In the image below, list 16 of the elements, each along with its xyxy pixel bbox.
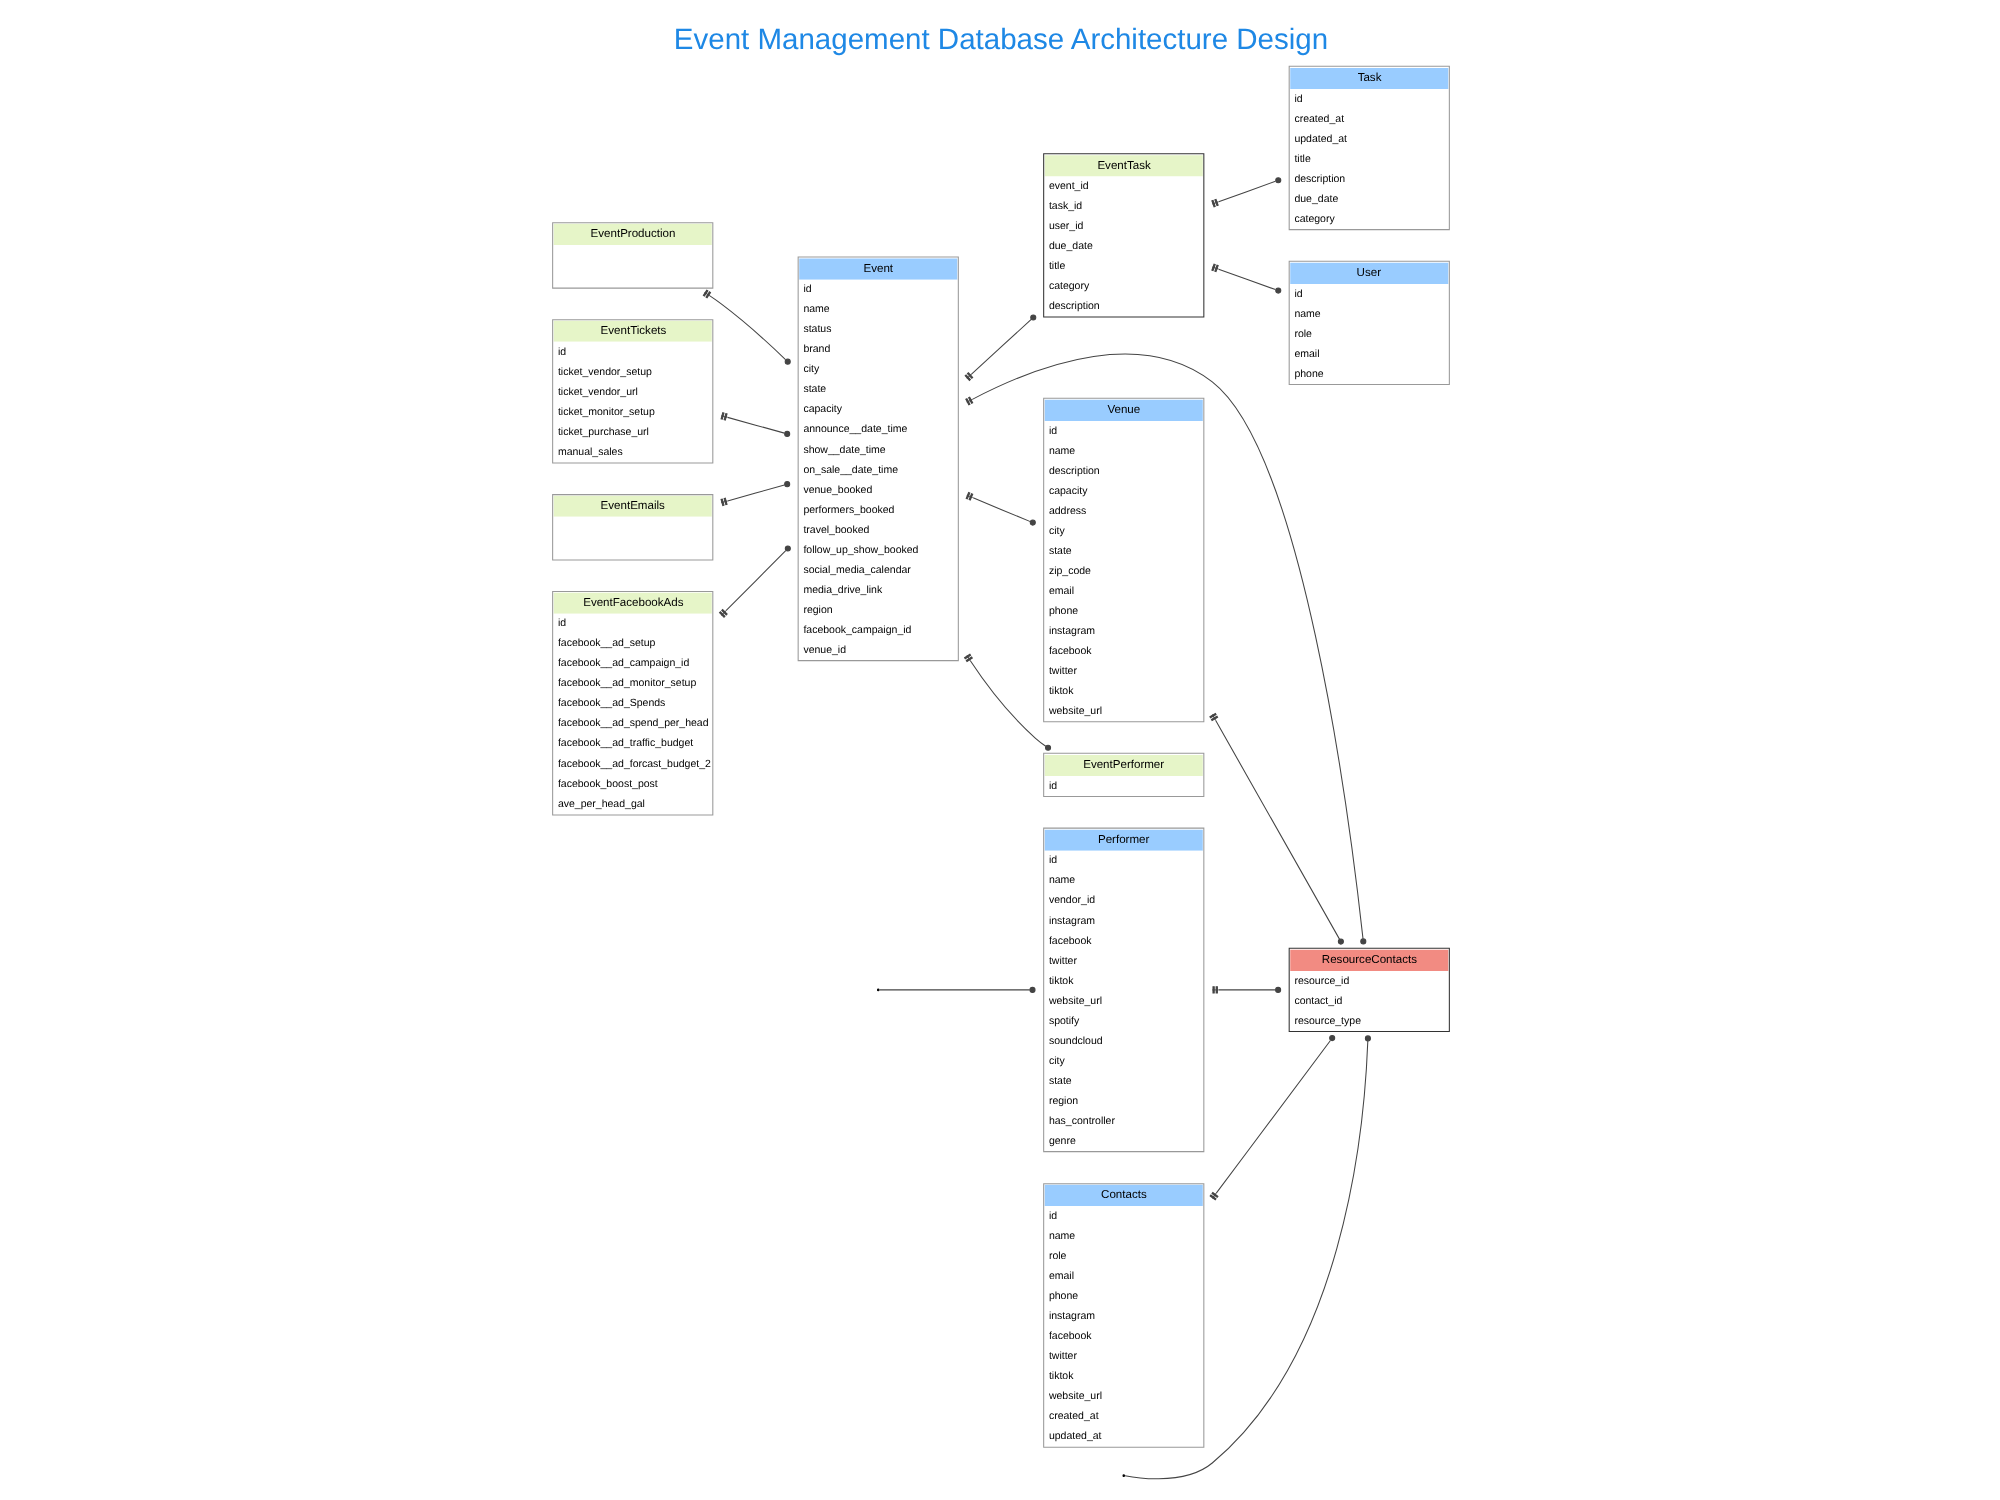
connector [877,989,1030,991]
connector [1210,177,1281,208]
connector [964,491,1035,526]
connector [1123,1040,1368,1480]
connector [1208,712,1343,945]
connector [717,545,790,618]
connector [962,653,1051,751]
diagram-title: Event Management Database Architecture Design [672,24,1328,57]
connector [964,353,1366,945]
connector [701,289,790,365]
connector [719,481,790,507]
connector [963,314,1036,382]
connector [1210,986,1281,994]
connector [719,412,790,437]
connector [1210,263,1281,294]
connector [1208,1035,1335,1201]
